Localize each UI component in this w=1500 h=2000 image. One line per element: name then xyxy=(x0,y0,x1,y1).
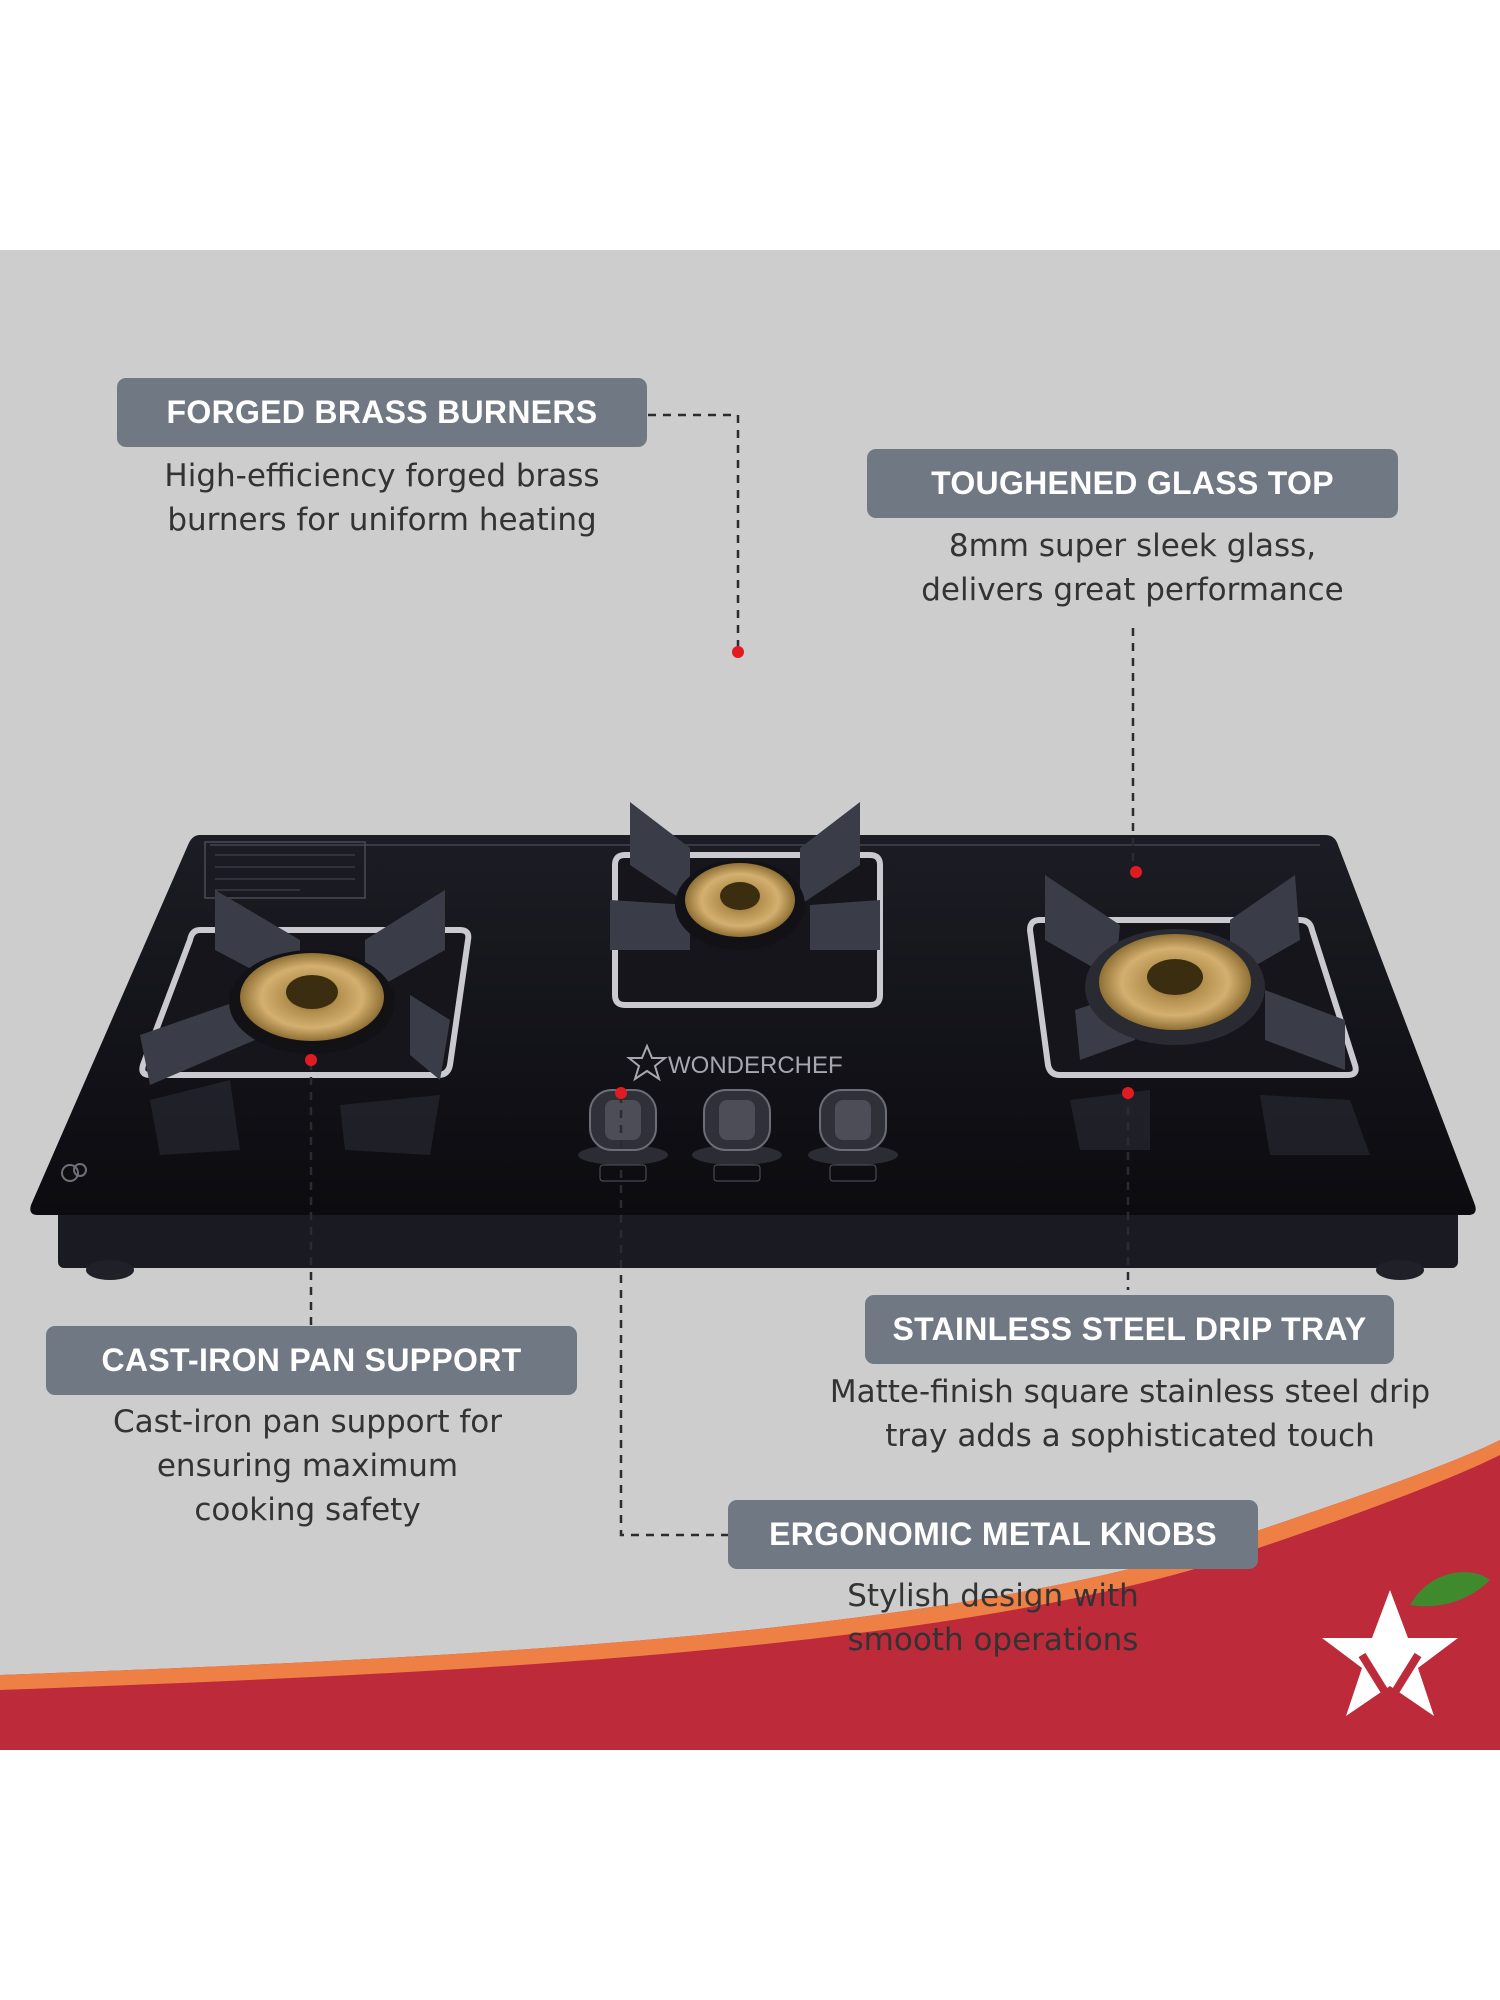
glass-reflections xyxy=(150,1080,1370,1155)
svg-text:WONDERCHEF: WONDERCHEF xyxy=(668,1052,843,1079)
cast-iron-pan-support-desc: Cast-iron pan support for ensuring maxim… xyxy=(113,1404,502,1528)
toughened-glass-top-title: TOUGHENED GLASS TOP xyxy=(867,449,1398,518)
ergonomic-metal-knobs-desc: Stylish design with smooth operations xyxy=(847,1578,1139,1658)
forged-brass-burners-title: FORGED BRASS BURNERS xyxy=(117,378,647,447)
right-burner xyxy=(1026,875,1359,1078)
leader-lines xyxy=(309,413,1135,1537)
marker-dots xyxy=(305,646,1142,1099)
brand-star-icon xyxy=(1322,1572,1490,1716)
cast-iron-pan-support-title: CAST-IRON PAN SUPPORT xyxy=(46,1326,577,1395)
brand-logo: WONDERCHEF xyxy=(626,1043,843,1082)
knob-middle xyxy=(692,1089,782,1182)
stainless-steel-drip-tray-title: STAINLESS STEEL DRIP TRAY xyxy=(865,1295,1394,1364)
stainless-steel-drip-tray-desc: Matte-finish square stainless steel drip… xyxy=(829,1374,1431,1454)
ergonomic-metal-knobs-title: ERGONOMIC METAL KNOBS xyxy=(728,1500,1258,1569)
toughened-glass-top-desc: 8mm super sleek glass, delivers great pe… xyxy=(921,528,1344,608)
knob-right xyxy=(808,1089,898,1182)
forged-brass-burners-desc: High-efficiency forged brass burners for… xyxy=(164,458,600,538)
center-burner xyxy=(610,802,883,1008)
cooktop-illustration: WONDERCHEF xyxy=(0,413,1500,1750)
left-burner xyxy=(139,890,472,1085)
feature-banner: WONDERCHEF xyxy=(0,250,1500,1750)
